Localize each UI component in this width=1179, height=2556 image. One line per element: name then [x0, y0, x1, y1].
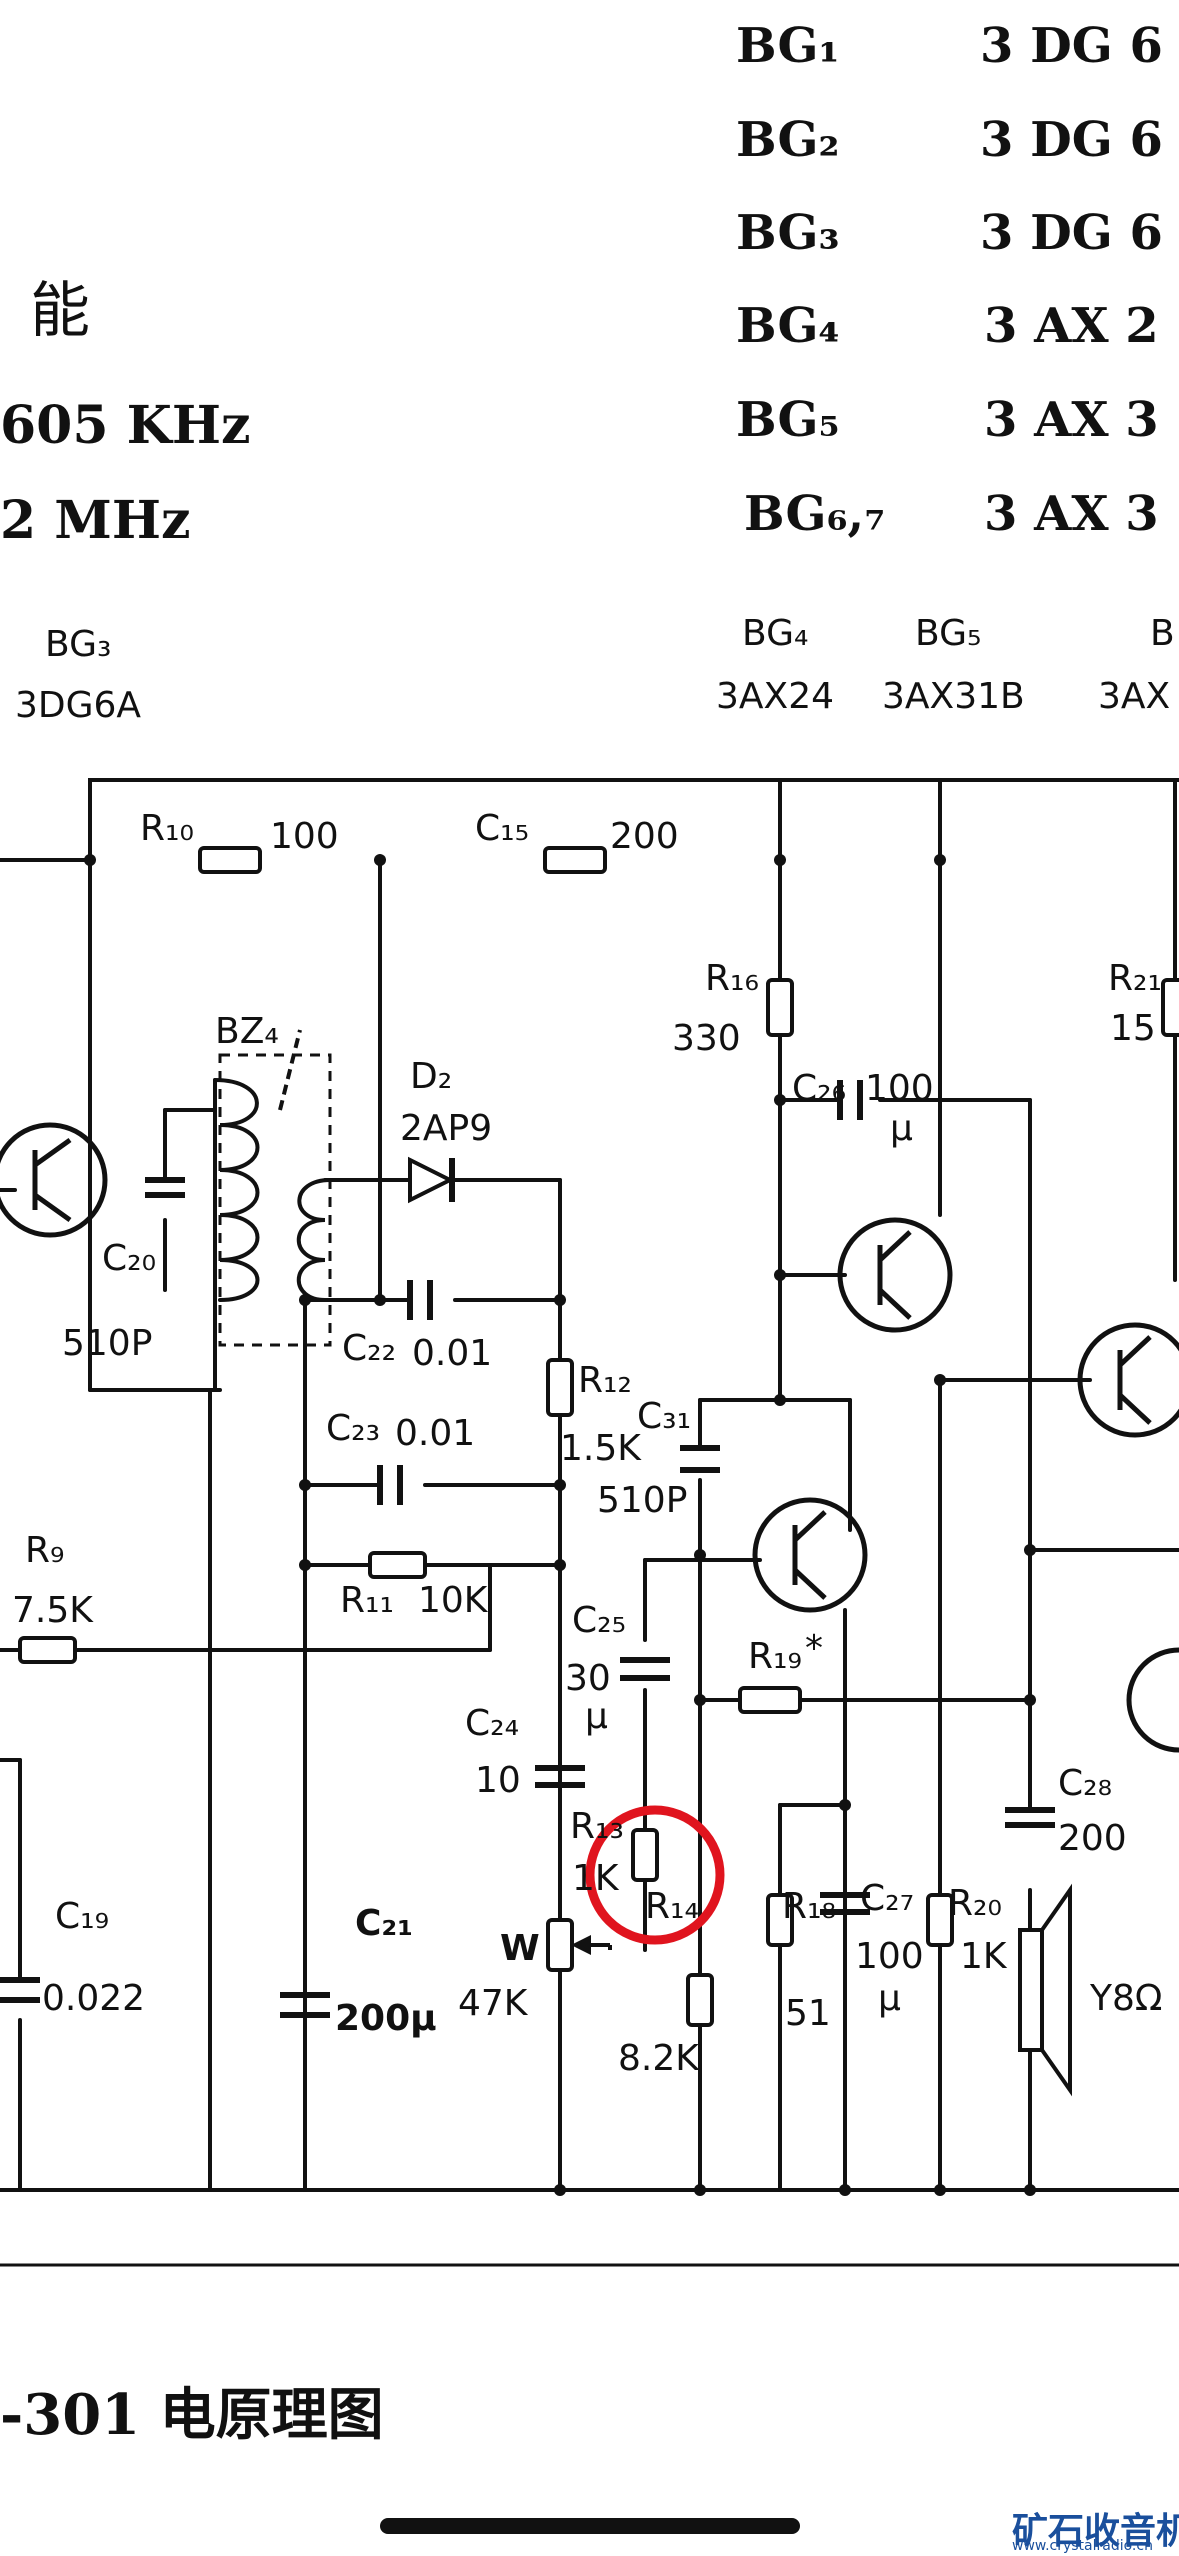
r14-value: 8.2K [618, 2038, 700, 2079]
speaker-label: Y8Ω [1089, 1978, 1162, 2019]
r16-label: R₁₆ [705, 958, 759, 999]
watermark-url: www.crystalradio.cn [1012, 2538, 1153, 2554]
header-freq-2: 2 MHz [0, 490, 191, 551]
bg4-type: 3AX24 [716, 676, 834, 717]
watermark-text: 矿石收音机 [1012, 2511, 1179, 2552]
w-value: 47K [458, 1983, 529, 2024]
highlight-circle [585, 1805, 725, 1945]
c27-unit: μ [878, 1978, 901, 2019]
c27-label: C₂₇ [860, 1878, 914, 1919]
bg5-name: BG₅ [915, 613, 981, 654]
r9-label: R₉ [25, 1530, 64, 1571]
transistor-name-6: BG₆,₇ [744, 486, 886, 542]
transistor-name-3: BG₃ [736, 205, 840, 261]
c31-value: 510P [597, 1480, 687, 1521]
r13-value: 1K [572, 1858, 620, 1899]
transistor-name-5: BG₅ [736, 392, 840, 448]
c25-value: 30 [565, 1658, 611, 1699]
bg4-name: BG₄ [742, 613, 808, 654]
c15-label: C₁₅ [475, 808, 529, 849]
transistor-type-1: 3 DG 6 [980, 18, 1163, 74]
transistor-type-6: 3 AX 3 [984, 486, 1159, 542]
r12-value: 1.5K [560, 1428, 642, 1469]
c24-label: C₂₄ [465, 1703, 519, 1744]
c25-label: C₂₅ [572, 1600, 626, 1641]
diagram-caption: -301 电原理图 [0, 2382, 384, 2448]
c19-label: C₁₉ [55, 1896, 109, 1937]
r11-label: R₁₁ [340, 1580, 394, 1621]
c26-label: C₂₆ [792, 1068, 846, 1109]
c23-label: C₂₃ [326, 1408, 380, 1449]
bg3-type: 3DG6A [15, 685, 141, 726]
c22-value: 0.01 [412, 1333, 492, 1374]
c15-value: 200 [610, 816, 679, 857]
c20-value: 510P [62, 1323, 152, 1364]
transistor-name-4: BG₄ [736, 298, 840, 354]
c26-unit: μ [890, 1108, 913, 1149]
r14-label: R₁₄ [645, 1886, 699, 1927]
r11-value: 10K [418, 1580, 489, 1621]
w-label: W [500, 1928, 540, 1969]
r9-value: 7.5K [12, 1590, 94, 1631]
transistor-name-1: BG₁ [736, 18, 840, 74]
transistor-type-3: 3 DG 6 [980, 205, 1163, 261]
r10-value: 100 [270, 816, 339, 857]
header-char: 能 [30, 276, 90, 346]
home-indicator[interactable] [380, 2518, 800, 2534]
d2-label: D₂ [410, 1056, 452, 1097]
bg6-name: B [1150, 613, 1175, 654]
r18-value: 51 [785, 1993, 831, 2034]
c28-label: C₂₈ [1058, 1763, 1112, 1804]
bg5-type: 3AX31B [882, 676, 1025, 717]
c19-value: 0.022 [42, 1978, 145, 2019]
transistor-type-4: 3 AX 2 [984, 298, 1159, 354]
transistor-type-2: 3 DG 6 [980, 112, 1163, 168]
c21-value: 200μ [335, 1998, 437, 2039]
c24-value: 10 [475, 1760, 521, 1801]
r13-label: R₁₃ [570, 1806, 624, 1847]
r18-label: R₁₈ [782, 1886, 836, 1927]
r16-value: 330 [672, 1018, 741, 1059]
c31-label: C₃₁ [637, 1396, 691, 1437]
header-freq-1: 605 KHz [0, 395, 251, 456]
transistor-type-5: 3 AX 3 [984, 392, 1159, 448]
r10-label: R₁₀ [140, 808, 194, 849]
d2-value: 2AP9 [400, 1108, 492, 1149]
r12-label: R₁₂ [578, 1360, 632, 1401]
c21-label: C₂₁ [355, 1903, 413, 1944]
r19-label: R₁₉ [748, 1636, 802, 1677]
r19-mark: * [805, 1628, 823, 1669]
bg3-name: BG₃ [45, 624, 111, 665]
r21-label: R₂₁ [1108, 958, 1162, 999]
r20-label: R₂₀ [948, 1883, 1002, 1924]
c23-value: 0.01 [395, 1413, 475, 1454]
c26-value: 100 [865, 1068, 934, 1109]
c20-label: C₂₀ [102, 1238, 156, 1279]
c25-unit: μ [585, 1696, 608, 1737]
c22-label: C₂₂ [342, 1328, 396, 1369]
bg6-type: 3AX [1098, 676, 1170, 717]
bz4-label: BZ₄ [215, 1011, 279, 1052]
c27-value: 100 [855, 1936, 924, 1977]
r20-value: 1K [960, 1936, 1008, 1977]
r21-value: 15 [1110, 1008, 1156, 1049]
c28-value: 200 [1058, 1818, 1127, 1859]
transistor-name-2: BG₂ [736, 112, 840, 168]
